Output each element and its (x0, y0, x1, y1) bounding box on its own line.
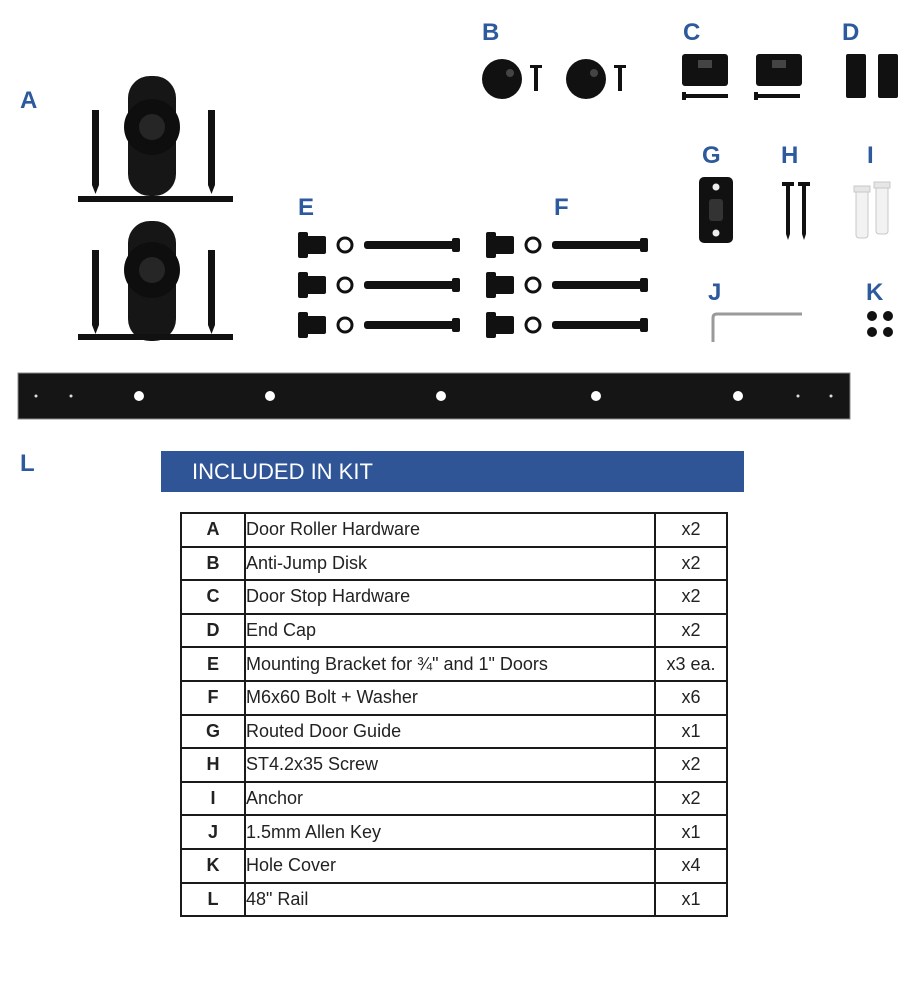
door-stop-hardware-image (682, 54, 802, 100)
row-quantity: x2 (654, 512, 728, 548)
allen-key-image (711, 312, 802, 342)
row-letter: K (180, 847, 246, 884)
table-row: D End Cap x2 (180, 612, 728, 649)
end-cap-image (846, 54, 898, 98)
row-quantity: x6 (654, 679, 728, 716)
table-row: G Routed Door Guide x1 (180, 713, 728, 750)
part-label-i: I (867, 142, 874, 169)
row-letter: G (180, 713, 246, 750)
row-quantity: x2 (654, 545, 728, 582)
part-label-l: L (20, 450, 35, 477)
row-letter: H (180, 747, 246, 783)
table-row: B Anti-Jump Disk x2 (180, 545, 728, 582)
table-row: J 1.5mm Allen Key x1 (180, 814, 728, 850)
table-row: E Mounting Bracket for ¾" and 1" Doors x… (180, 646, 728, 682)
row-letter: A (180, 512, 246, 548)
anchor-image (853, 181, 891, 239)
row-description: Door Roller Hardware (244, 512, 656, 548)
part-label-e: E (298, 194, 315, 221)
row-quantity: x2 (654, 579, 728, 615)
kit-contents-table: A Door Roller Hardware x2 B Anti-Jump Di… (180, 512, 728, 918)
row-description: Routed Door Guide (244, 713, 656, 750)
part-label-g: G (702, 142, 721, 169)
row-letter: B (180, 545, 246, 582)
row-description: Anti-Jump Disk (244, 545, 656, 582)
part-label-b: B (482, 19, 500, 46)
row-description: Door Stop Hardware (244, 579, 656, 615)
row-description: Mounting Bracket for ¾" and 1" Doors (244, 646, 656, 682)
row-description: Anchor (244, 780, 656, 817)
screw-image (782, 182, 810, 240)
table-row: A Door Roller Hardware x2 (180, 512, 728, 548)
row-description: 1.5mm Allen Key (244, 814, 656, 850)
row-letter: D (180, 612, 246, 649)
row-quantity: x2 (654, 612, 728, 649)
row-description: End Cap (244, 612, 656, 649)
row-description: 48" Rail (244, 881, 656, 918)
part-label-f: F (554, 194, 569, 221)
bolt-washer-image (486, 232, 648, 338)
row-letter: C (180, 579, 246, 615)
row-quantity: x2 (654, 780, 728, 817)
roller-hanger-top (78, 76, 233, 202)
part-label-k: K (866, 279, 884, 306)
table-row: H ST4.2x35 Screw x2 (180, 747, 728, 783)
row-quantity: x1 (654, 713, 728, 750)
anti-jump-disk-image (482, 59, 626, 99)
table-row: C Door Stop Hardware x2 (180, 579, 728, 615)
row-quantity: x2 (654, 747, 728, 783)
table-row: L 48" Rail x1 (180, 881, 728, 918)
row-quantity: x3 ea. (654, 646, 728, 682)
table-row: I Anchor x2 (180, 780, 728, 817)
row-letter: L (180, 881, 246, 918)
row-quantity: x1 (654, 881, 728, 918)
table-row: F M6x60 Bolt + Washer x6 (180, 679, 728, 716)
hole-cover-image (867, 311, 893, 337)
row-description: M6x60 Bolt + Washer (244, 679, 656, 716)
row-letter: E (180, 646, 246, 682)
row-quantity: x1 (654, 814, 728, 850)
row-letter: F (180, 679, 246, 716)
door-roller-hardware-image (78, 76, 233, 341)
row-letter: I (180, 780, 246, 817)
part-label-d: D (842, 19, 860, 46)
part-label-j: J (708, 279, 722, 306)
row-letter: J (180, 814, 246, 850)
roller-hanger-bottom (78, 221, 233, 341)
part-label-c: C (683, 19, 701, 46)
row-quantity: x4 (654, 847, 728, 884)
part-label-h: H (781, 142, 799, 169)
row-description: ST4.2x35 Screw (244, 747, 656, 783)
routed-door-guide-image (699, 177, 733, 243)
rail-image (17, 372, 851, 420)
table-row: K Hole Cover x4 (180, 847, 728, 884)
included-in-kit-heading: INCLUDED IN KIT (161, 451, 744, 492)
row-description: Hole Cover (244, 847, 656, 884)
mounting-bracket-image (298, 232, 460, 338)
part-label-a: A (20, 87, 38, 114)
